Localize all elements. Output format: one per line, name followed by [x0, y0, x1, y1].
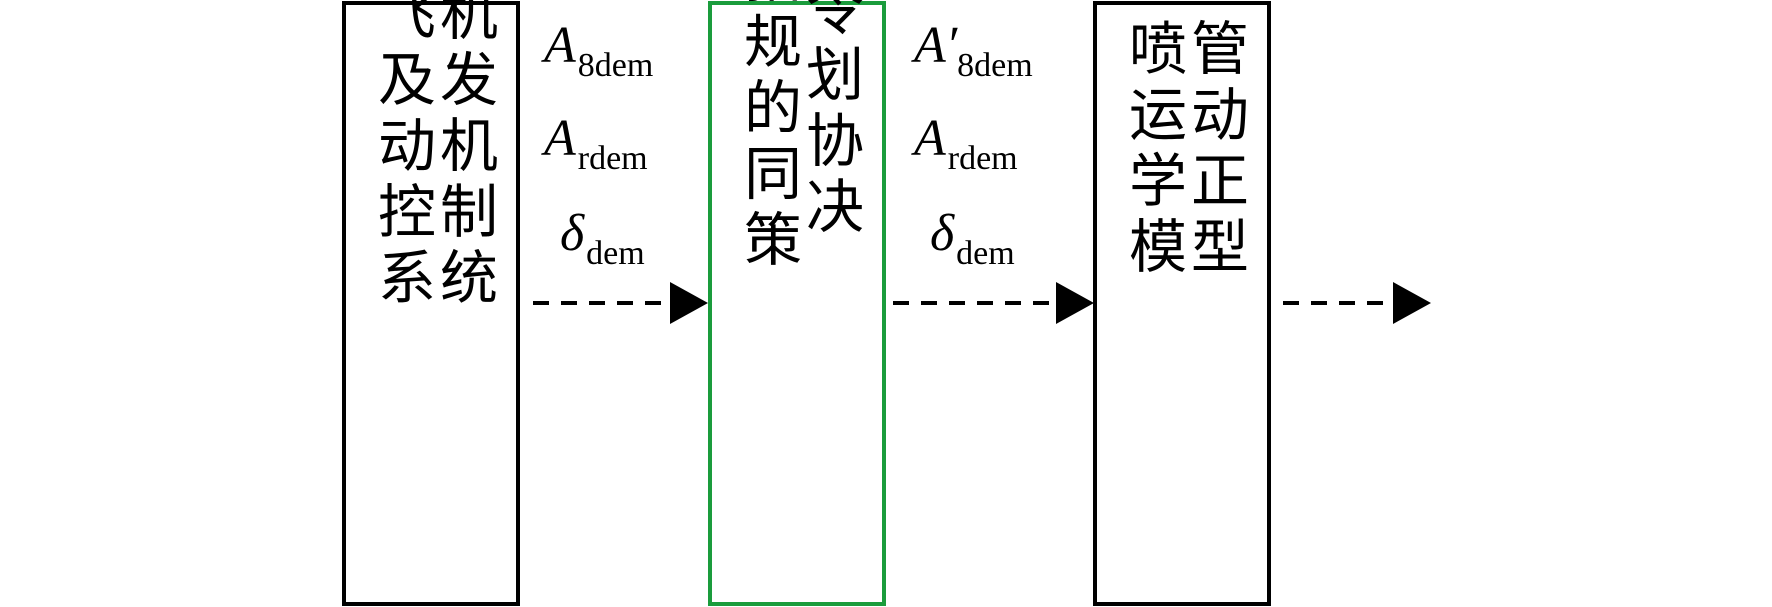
arrowhead-icon [1393, 282, 1431, 324]
arrow-block3-to-output [1283, 282, 1431, 324]
arrowhead-icon [1056, 282, 1094, 324]
block-border [342, 1, 520, 606]
block-label-column-left: 喷运学模 [1119, 18, 1187, 282]
signal-delta-dem: δdem [930, 205, 1015, 272]
signal-subscript: rdem [948, 140, 1018, 177]
signal-subscript: 8dem [957, 47, 1033, 84]
signal-symbol: δ [560, 205, 585, 262]
block-label-column-right: 于令划协决 [796, 0, 864, 242]
signal-subscript: dem [586, 235, 645, 272]
block-border [708, 1, 886, 606]
signal-symbol: A [541, 17, 576, 74]
signal-symbol: A [911, 17, 946, 74]
signal-subscript: rdem [578, 140, 648, 177]
signal-a8dem: A8dem [541, 17, 653, 84]
signal-symbol: A [911, 110, 946, 167]
signal-subscript: 8dem [578, 47, 654, 84]
signal-a8dem-prime: A′8dem [911, 17, 1033, 84]
signals-right: A′8dem Ardem δdem [911, 17, 1033, 272]
signal-ardem: Ardem [911, 110, 1018, 177]
block-label-column-right: 管动正型 [1181, 18, 1249, 282]
signal-ardem: Ardem [541, 110, 648, 177]
signals-left: A8dem Ardem δdem [541, 17, 653, 272]
block-label-column-right: 机发机制统 [430, 0, 498, 313]
arrowhead-icon [670, 282, 708, 324]
signal-prime: ′ [946, 17, 959, 74]
signal-subscript: dem [956, 235, 1015, 272]
arrow-block1-to-block2 [533, 282, 708, 324]
block-aircraft-engine-control-system: 飞及动控系 机发机制统 [342, 0, 520, 606]
block-command-planning-decision: 基指规的同策 于令划协决 [708, 0, 886, 606]
signal-symbol: A [541, 110, 576, 167]
block-label-column-left: 飞及动控系 [368, 0, 436, 313]
block-nozzle-kinematics-model: 喷运学模 管动正型 [1093, 1, 1271, 606]
block-border [1093, 1, 1271, 606]
signal-delta-dem: δdem [560, 205, 645, 272]
block-label-column-left: 基指规的同策 [734, 0, 802, 275]
signal-symbol: δ [930, 205, 955, 262]
arrow-block2-to-block3 [893, 282, 1094, 324]
